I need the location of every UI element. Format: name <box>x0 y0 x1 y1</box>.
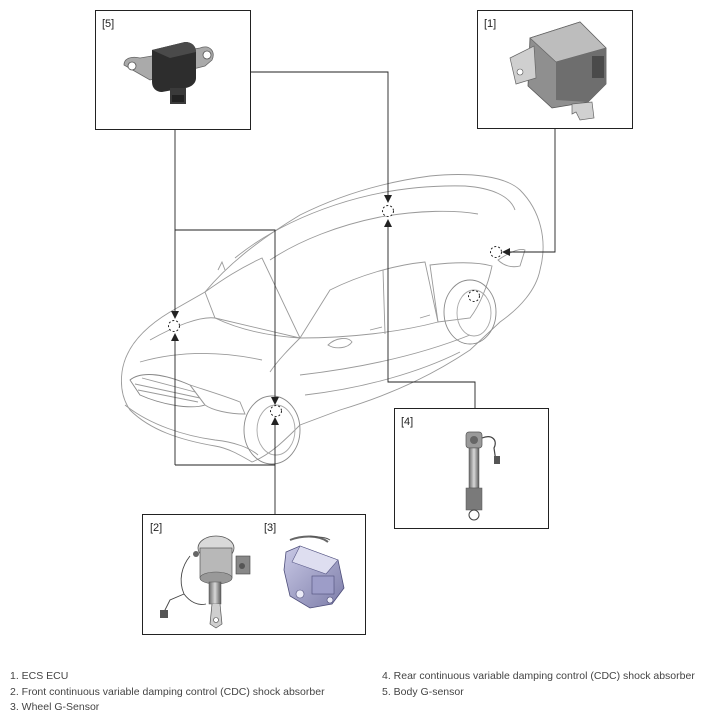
location-markers <box>168 205 502 417</box>
wheel-g-sensor-image <box>283 535 345 609</box>
ecs-ecu-image <box>509 21 607 121</box>
vehicle-illustration <box>120 174 544 465</box>
connector-wheel-sensor <box>175 229 279 405</box>
box-ecs-ecu: [1] <box>477 10 633 129</box>
connector-rear-cdc <box>384 219 476 408</box>
legend-item-3: 3. Wheel G-Sensor <box>10 701 100 713</box>
box-label-3: [3] <box>264 522 276 534</box>
marker-rear-wheel <box>468 290 480 302</box>
box-label-5: [5] <box>102 18 114 30</box>
box-label-4: [4] <box>401 416 413 428</box>
legend-item-1: 1. ECS ECU <box>10 670 69 682</box>
marker-ecu <box>490 246 502 258</box>
body-g-sensor-image <box>123 42 214 104</box>
connector-lines <box>171 71 556 514</box>
front-cdc-image <box>160 535 251 629</box>
marker-roof <box>382 205 394 217</box>
marker-front-wheel <box>270 405 282 417</box>
box-front-cdc-and-wheel-sensor: [2] [3] <box>142 514 366 635</box>
rear-cdc-image <box>465 431 500 521</box>
box-rear-cdc: [4] <box>394 408 549 529</box>
legend-item-5: 5. Body G-sensor <box>382 685 464 698</box>
connector-ecu <box>502 128 556 256</box>
legend-item-4: 4. Rear continuous variable damping cont… <box>382 670 695 682</box>
legend-left: 1. ECS ECU 2. Front continuous variable … <box>10 669 325 716</box>
box-label-2: [2] <box>150 522 162 534</box>
legend-right: 4. Rear continuous variable damping cont… <box>382 669 695 700</box>
marker-front-left <box>168 320 180 332</box>
legend-item-2: 2. Front continuous variable damping con… <box>10 685 325 698</box>
box-label-1: [1] <box>484 18 496 30</box>
connector-body-g-sensor-roof <box>250 71 392 203</box>
box-body-g-sensor: [5] <box>95 10 251 130</box>
